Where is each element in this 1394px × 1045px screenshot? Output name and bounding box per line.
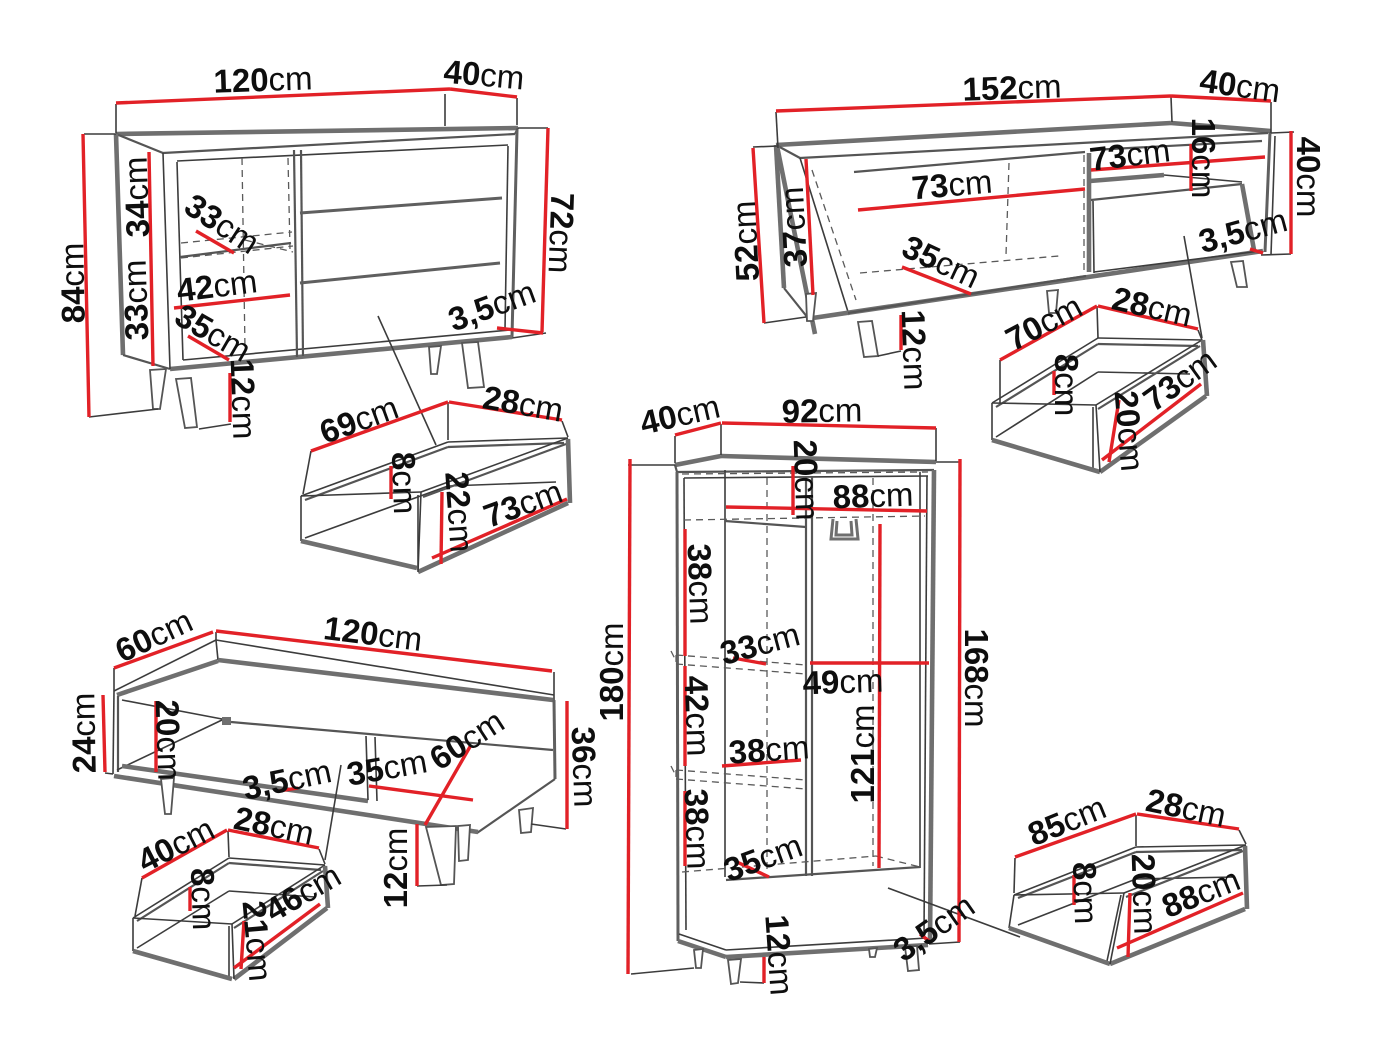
svg-text:73cm: 73cm [910, 163, 994, 207]
svg-text:12cm: 12cm [758, 913, 801, 996]
svg-text:152cm: 152cm [962, 67, 1062, 107]
svg-text:28cm: 28cm [231, 799, 318, 852]
svg-text:42cm: 42cm [175, 262, 260, 309]
svg-text:38cm: 38cm [678, 788, 718, 870]
svg-text:33cm: 33cm [716, 615, 804, 672]
svg-text:24cm: 24cm [64, 692, 102, 773]
svg-text:121cm: 121cm [844, 704, 881, 803]
svg-text:8cm: 8cm [184, 867, 223, 931]
svg-text:36cm: 36cm [565, 726, 605, 808]
svg-text:34cm: 34cm [117, 156, 157, 238]
svg-text:12cm: 12cm [895, 309, 935, 391]
svg-text:38cm: 38cm [681, 543, 721, 625]
svg-text:120cm: 120cm [213, 59, 313, 99]
svg-text:8cm: 8cm [1048, 354, 1085, 416]
svg-text:88cm: 88cm [832, 476, 914, 516]
svg-text:33cm: 33cm [116, 259, 156, 341]
svg-text:28cm: 28cm [480, 378, 566, 428]
svg-text:37cm: 37cm [773, 186, 814, 269]
svg-text:40cm: 40cm [442, 53, 526, 97]
svg-text:92cm: 92cm [781, 391, 862, 429]
svg-text:84cm: 84cm [53, 242, 91, 323]
svg-text:8cm: 8cm [385, 451, 424, 515]
svg-text:52cm: 52cm [725, 200, 766, 283]
svg-text:168cm: 168cm [958, 628, 995, 727]
svg-text:8cm: 8cm [1066, 861, 1105, 925]
svg-text:120cm: 120cm [322, 609, 425, 658]
svg-text:49cm: 49cm [802, 662, 884, 702]
svg-text:12cm: 12cm [377, 828, 414, 909]
svg-text:20cm: 20cm [149, 699, 189, 781]
svg-text:72cm: 72cm [542, 192, 582, 274]
svg-text:38cm: 38cm [727, 728, 810, 771]
svg-text:22cm: 22cm [438, 470, 481, 553]
svg-text:35cm: 35cm [344, 742, 430, 792]
svg-text:12cm: 12cm [224, 358, 264, 440]
svg-text:73cm: 73cm [1088, 131, 1173, 178]
svg-text:21cm: 21cm [236, 899, 280, 983]
svg-text:40cm: 40cm [1198, 62, 1283, 110]
svg-text:20cm: 20cm [1108, 389, 1152, 473]
svg-text:40cm: 40cm [1290, 137, 1327, 218]
svg-text:20cm: 20cm [787, 439, 827, 521]
svg-text:16cm: 16cm [1185, 118, 1222, 199]
svg-text:20cm: 20cm [1125, 853, 1165, 935]
svg-text:40cm: 40cm [636, 387, 723, 441]
svg-text:180cm: 180cm [593, 622, 630, 721]
svg-text:28cm: 28cm [1143, 781, 1230, 834]
svg-text:42cm: 42cm [678, 675, 718, 757]
